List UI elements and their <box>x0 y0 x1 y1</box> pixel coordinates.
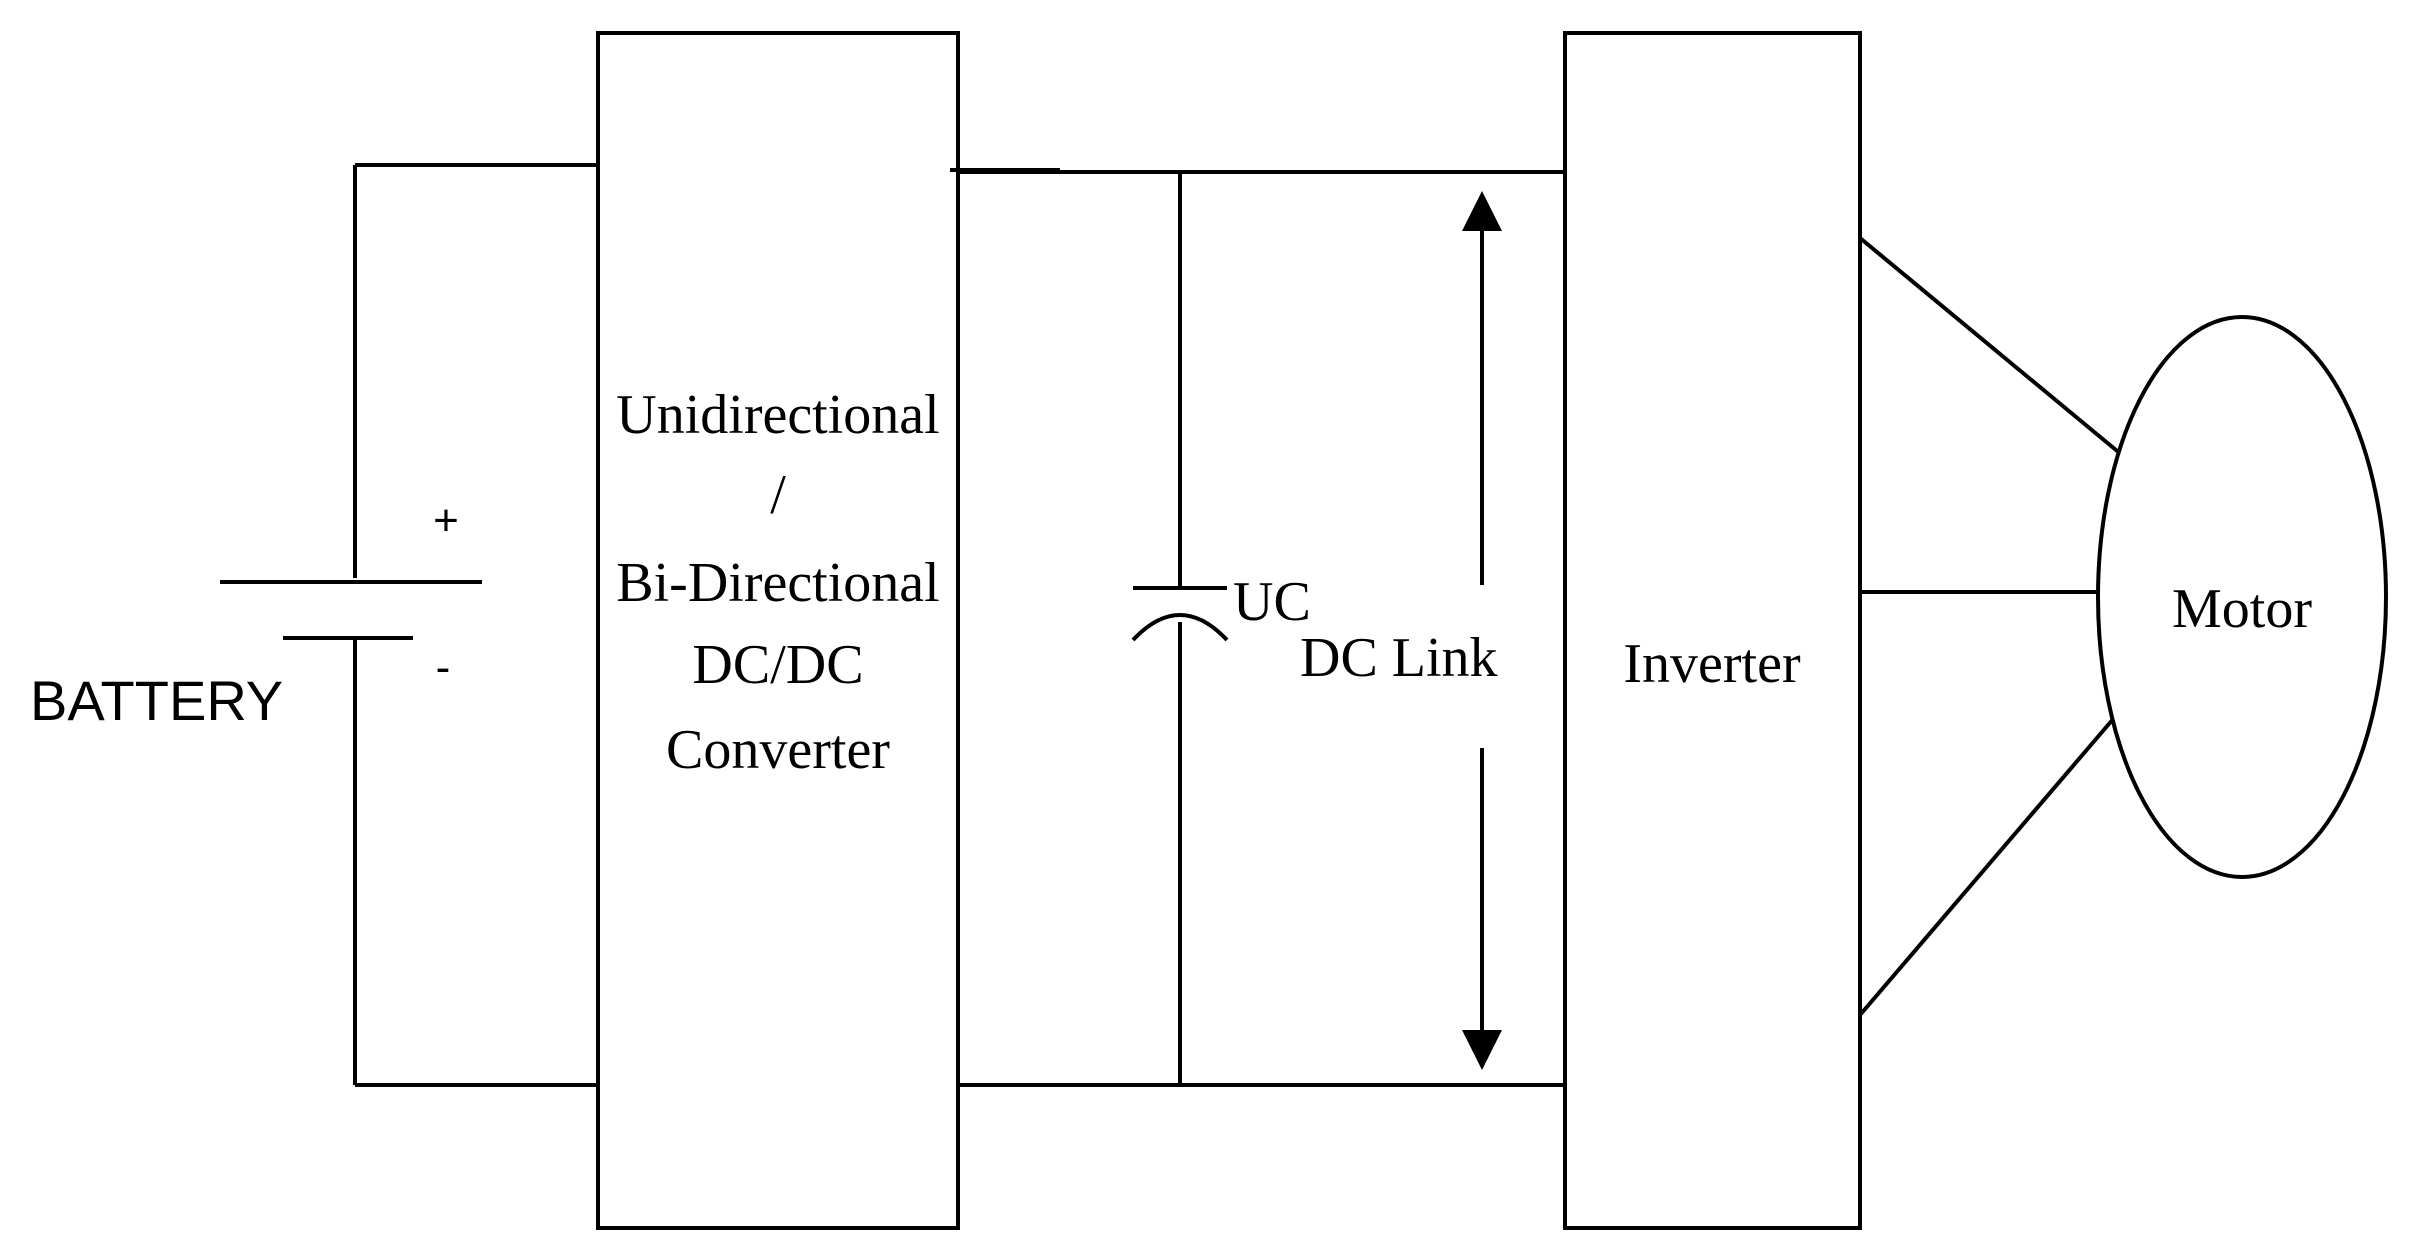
motor-symbol <box>2096 315 2388 879</box>
ultracapacitor-symbol <box>1131 586 1229 642</box>
converter-label: Unidirectional / Bi-Directional DC/DC Co… <box>616 384 939 781</box>
battery-plus-sign: + <box>433 496 459 545</box>
converter-label-line-3: Bi-Directional <box>616 552 939 614</box>
phase-wire-c <box>1858 716 2116 1017</box>
dc-link-label: DC Link <box>1300 627 1498 689</box>
three-phase-wires <box>1858 236 2124 1017</box>
battery-label: BATTERY <box>30 669 283 732</box>
dc-dc-converter-block <box>596 31 960 1230</box>
motor-label: Motor <box>2172 578 2312 640</box>
battery-wiring <box>353 163 598 1087</box>
inverter-label: Inverter <box>1623 633 1801 695</box>
capacitor-label: UC <box>1233 571 1311 633</box>
battery-symbol <box>220 580 482 640</box>
battery-minus-sign: - <box>436 643 451 692</box>
inverter-block <box>1563 31 1862 1230</box>
dc-link-bus <box>950 168 1565 1087</box>
converter-label-line-5: Converter <box>666 719 890 781</box>
converter-label-line-1: Unidirectional <box>616 384 939 446</box>
converter-label-line-4: DC/DC <box>692 634 863 696</box>
phase-wire-a <box>1858 236 2124 457</box>
converter-label-line-2: / <box>770 464 786 526</box>
capacitor-curved-plate <box>1131 613 1229 642</box>
